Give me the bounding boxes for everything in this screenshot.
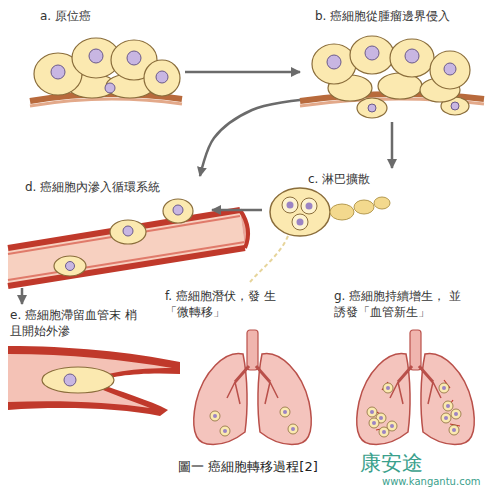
flow-arrow — [391, 122, 394, 168]
lungs-micrometastasis — [194, 330, 312, 444]
tumor — [383, 383, 393, 393]
tumor-cell — [390, 39, 434, 77]
capillary-wall — [8, 346, 180, 416]
tumor — [449, 425, 459, 435]
watermark: www.kangantu.com — [382, 476, 481, 487]
basement-membrane — [30, 99, 182, 106]
tumor-cell — [292, 214, 308, 230]
nucleus — [297, 219, 304, 226]
tumor-cell — [110, 220, 146, 244]
micro-tumor — [210, 411, 220, 421]
lungs — [357, 330, 475, 444]
nucleus — [66, 262, 75, 271]
micro-tumor — [288, 424, 298, 434]
stage-panel: b. 癌細胞從腫瘤邊界侵入 — [300, 5, 485, 122]
tumor-cell — [350, 36, 394, 74]
new-vessel — [370, 380, 460, 430]
tumor — [451, 409, 461, 419]
stage-panel: a. 原位癌 — [30, 5, 185, 108]
blood-vessel — [8, 199, 248, 286]
stage-panel: c. 淋巴擴散 — [262, 168, 400, 248]
stage-label: c. 淋巴擴散 — [308, 172, 388, 188]
nucleus — [405, 49, 419, 63]
nucleus — [444, 63, 456, 75]
flow-arrow — [200, 100, 300, 176]
micro-tumor — [280, 407, 290, 417]
lymph-chain — [354, 200, 374, 214]
lymph-node-body — [270, 188, 330, 236]
stage-panel: e. 癌細胞滯留血管末 梢且開始外滲 — [5, 304, 160, 416]
flow-arrow — [212, 209, 262, 212]
tumor — [367, 407, 377, 417]
lymph-chain — [374, 197, 390, 209]
stage-label: d. 癌細胞內滲入循環系統 — [25, 180, 205, 196]
nucleus — [51, 65, 65, 79]
stage-label: b. 癌細胞從腫瘤邊界侵入 — [315, 9, 475, 25]
lungs — [194, 330, 312, 444]
nucleus — [306, 203, 313, 210]
flow-arrow — [21, 288, 24, 304]
stage-panel: f. 癌細胞潛伏，發 生「微轉移」 — [162, 285, 332, 450]
lymph-vessel — [250, 236, 288, 282]
tumor-cell — [42, 367, 114, 393]
tumor — [369, 418, 379, 428]
nucleus — [64, 374, 76, 386]
stage-label: a. 原位癌 — [40, 9, 170, 25]
nucleus — [89, 49, 103, 63]
nucleus — [287, 202, 294, 209]
nucleus — [156, 71, 168, 83]
vessel-wall — [8, 210, 240, 248]
tumor-cell — [144, 60, 180, 96]
stage-label: g. 癌細胞持續增生， 並誘發「血管新生」 — [334, 289, 462, 320]
invading-tumor — [300, 36, 484, 118]
flow-arrow — [185, 71, 300, 74]
nucleus — [368, 104, 376, 112]
tumor — [441, 413, 451, 423]
nucleus — [173, 205, 183, 215]
tumor-cell — [54, 256, 86, 276]
vessel-end — [240, 210, 248, 248]
tumor-cell — [312, 44, 356, 84]
nucleus — [327, 55, 341, 69]
stage-panel: g. 癌細胞持續增生， 並誘發「血管新生」 — [334, 285, 490, 450]
capillary — [8, 346, 180, 416]
lungs-angiogenesis — [357, 330, 475, 444]
nucleus — [365, 46, 379, 60]
vessel-wall — [8, 242, 245, 280]
tumor-cell — [301, 198, 317, 214]
nucleus — [451, 102, 459, 110]
nucleus — [123, 226, 133, 236]
tumor-cell — [430, 51, 470, 89]
lymph-node — [250, 188, 390, 282]
tumor-cell — [163, 199, 193, 223]
nucleus — [105, 83, 115, 93]
tumor — [387, 421, 397, 431]
vessel-wall — [8, 248, 245, 286]
vessel-lumen — [8, 210, 245, 286]
stage-panel: d. 癌細胞內滲入循環系統 — [5, 176, 212, 288]
nucleus — [127, 51, 141, 65]
lymph-chain — [330, 204, 354, 220]
tumor — [443, 401, 453, 411]
tumor-cell — [282, 197, 298, 213]
micro-tumor — [220, 426, 230, 436]
capillary-lumen — [8, 354, 172, 408]
stage-label: f. 癌細胞潛伏，發 生「微轉移」 — [165, 289, 281, 320]
watermark: 康安途 — [360, 449, 423, 477]
tumor — [439, 383, 449, 393]
stage-label: e. 癌細胞滯留血管末 梢且開始外滲 — [10, 308, 140, 339]
in-situ-tumor — [30, 38, 182, 106]
tumor-cell — [357, 98, 387, 118]
